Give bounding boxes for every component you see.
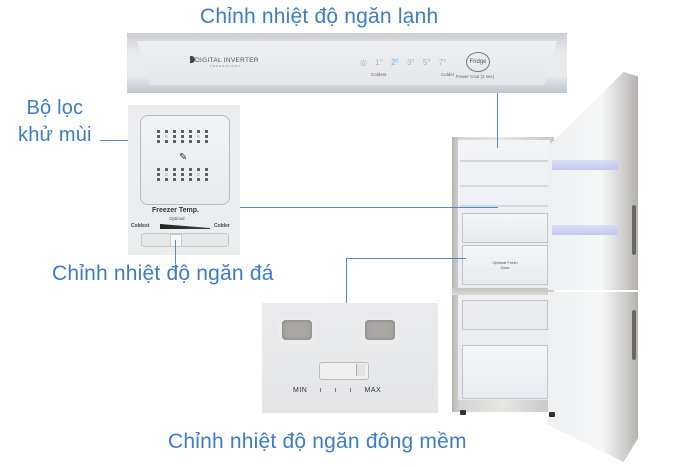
drawer-label-line1: Optimal Fresh bbox=[492, 260, 518, 265]
freezer-door-open bbox=[548, 292, 638, 462]
optimal-text: Optimal bbox=[169, 216, 185, 221]
optimal-fresh-slider-knob[interactable] bbox=[356, 364, 365, 376]
fridge-door-open bbox=[548, 72, 638, 290]
fridge-foot bbox=[549, 412, 555, 417]
temp-setting[interactable]: 1° bbox=[375, 58, 383, 67]
air-vent bbox=[365, 320, 395, 340]
label-line: khử mùi bbox=[18, 124, 92, 146]
freezer-temp-title: Freezer Temp. bbox=[152, 207, 199, 214]
scale-tick: ı bbox=[334, 387, 338, 394]
freezer-temp-slider[interactable] bbox=[141, 233, 229, 247]
fridge-control-panel bbox=[127, 33, 567, 93]
drawer-label-line2: Zone bbox=[500, 265, 510, 270]
fridge-door-handle bbox=[632, 205, 636, 255]
coldest-text: Coldest bbox=[131, 223, 150, 229]
deodorizer-symbol-icon: ✎ bbox=[179, 152, 188, 163]
scale-tick: ı bbox=[319, 387, 323, 394]
min-max-scale: MIN ı ı ı MAX bbox=[293, 387, 391, 394]
connector-line bbox=[346, 258, 466, 259]
label-line: Bộ lọc bbox=[26, 97, 84, 119]
brand-text: DIGITAL INVERTER bbox=[195, 57, 259, 64]
air-vent bbox=[282, 320, 312, 340]
max-text: MAX bbox=[364, 387, 382, 394]
scale-tick: ı bbox=[349, 387, 353, 394]
temp-indicator-row: ◎ 1° 2° 3° 5° 7° bbox=[360, 58, 452, 67]
connector-line bbox=[240, 207, 498, 208]
brand-subtext: TECHNOLOGY bbox=[210, 64, 242, 68]
lock-icon: ◎ bbox=[360, 58, 367, 67]
colder-text: Colder bbox=[214, 223, 230, 229]
door-bin-lower bbox=[552, 225, 618, 235]
digital-inverter-logo-icon bbox=[190, 56, 195, 63]
fridge-crisper-drawer bbox=[462, 213, 548, 243]
label-freezer-temp-control: Chỉnh nhiệt độ ngăn đá bbox=[52, 262, 274, 285]
freezer-ice-area bbox=[462, 300, 548, 330]
fridge-shelf bbox=[460, 185, 548, 187]
connector-line bbox=[346, 258, 347, 305]
fridge-power-cool-button[interactable]: Fridge bbox=[466, 52, 490, 72]
label-fridge-temp-control: Chỉnh nhiệt độ ngăn lạnh bbox=[200, 5, 439, 28]
vent-holes-top bbox=[157, 130, 211, 143]
temp-setting[interactable]: 3° bbox=[407, 58, 415, 67]
vent-holes-bottom bbox=[157, 168, 211, 181]
temp-gradient-wedge bbox=[160, 224, 210, 229]
freezer-temp-slider-knob[interactable] bbox=[170, 234, 182, 247]
temp-setting-active[interactable]: 2° bbox=[391, 58, 399, 67]
compartment-divider bbox=[452, 288, 554, 295]
connector-line bbox=[497, 93, 498, 148]
temp-setting[interactable]: 7° bbox=[438, 58, 447, 67]
label-optimal-fresh-control: Chỉnh nhiệt độ ngăn đông mềm bbox=[168, 430, 467, 453]
temp-setting[interactable]: 5° bbox=[422, 58, 431, 67]
fridge-shelf bbox=[460, 160, 548, 162]
power-cool-text: Power Cool (3 sec) bbox=[456, 74, 495, 79]
fridge-shelf bbox=[460, 205, 548, 207]
freezer-door-handle bbox=[632, 310, 636, 360]
min-text: MIN bbox=[293, 387, 308, 394]
label-deodorizer-filter: Bộ lọc khử mùi bbox=[18, 95, 92, 149]
connector-line bbox=[175, 240, 176, 264]
deodorizer-filter: ✎ bbox=[140, 115, 230, 205]
optimal-fresh-drawer: Optimal Fresh Zone bbox=[462, 245, 548, 285]
coldest-text: Coldest bbox=[371, 72, 387, 77]
colder-text: Colder bbox=[441, 72, 455, 77]
door-bin-upper bbox=[552, 160, 618, 170]
freezer-drawer bbox=[462, 345, 548, 399]
fridge-foot bbox=[460, 410, 466, 415]
